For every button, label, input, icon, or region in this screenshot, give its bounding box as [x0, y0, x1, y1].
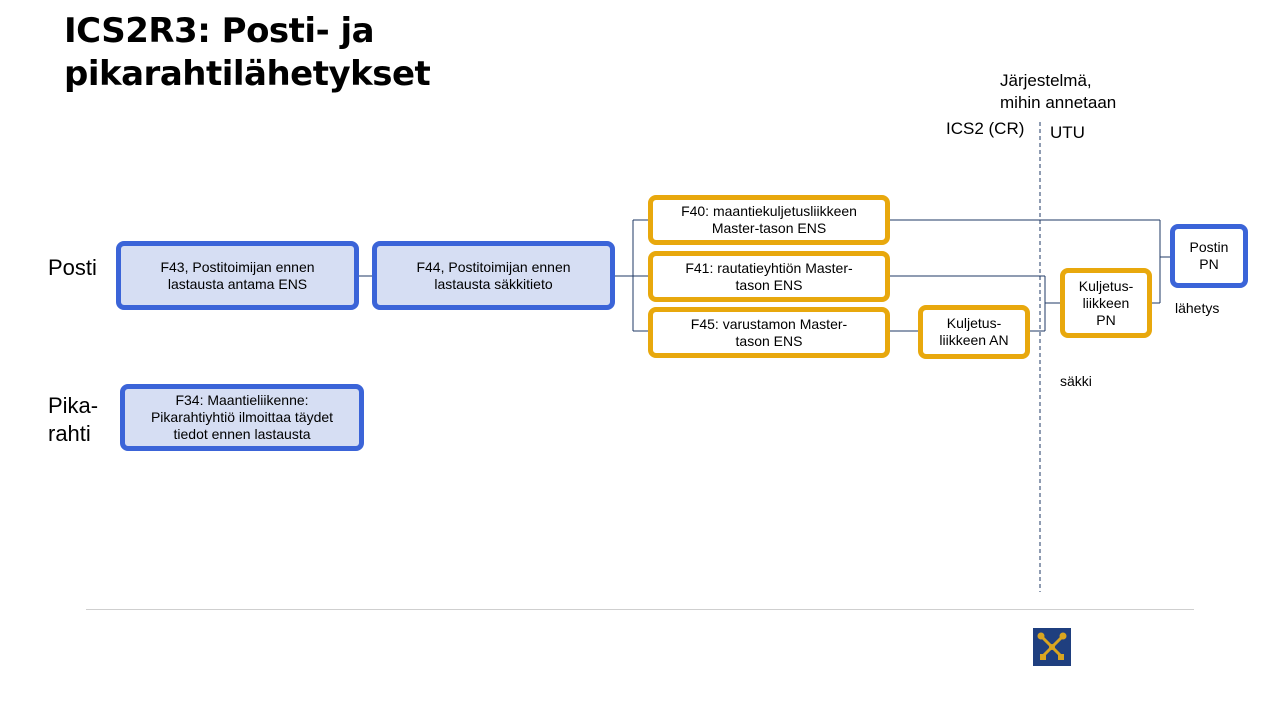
box-f40-line-1: F40: maantiekuljetusliikkeen	[681, 203, 857, 219]
box-f34-line-1: F34: Maantieliikenne:	[175, 392, 309, 408]
box-f40: F40: maantiekuljetusliikkeen Master-taso…	[648, 195, 890, 245]
row-label-pikarahti: Pika- rahti	[48, 392, 98, 448]
utu-label: UTU	[1050, 123, 1085, 142]
row-label-posti: Posti	[48, 255, 97, 280]
box-an-line-1: Kuljetus-	[946, 315, 1002, 331]
box-f43: F43, Postitoimijan ennen lastausta antam…	[116, 241, 359, 310]
tulli-emblem-icon	[1033, 628, 1071, 666]
box-an-line-2: liikkeen AN	[939, 332, 1009, 348]
system-header-line-2: mihin annetaan	[1000, 93, 1117, 112]
box-kuljetusliikkeen-an: Kuljetus- liikkeen AN	[918, 305, 1030, 359]
footer-divider	[86, 609, 1194, 610]
box-f34-line-3: tiedot ennen lastausta	[173, 426, 311, 442]
box-f41-line-1: F41: rautatieyhtiön Master-	[685, 259, 853, 276]
box-f41-line-2: tason ENS	[735, 276, 803, 293]
system-header-line-1: Järjestelmä,	[1000, 71, 1092, 90]
box-f44-line-1: F44, Postitoimijan ennen	[416, 258, 571, 275]
box-kpn-line-3: PN	[1096, 311, 1116, 328]
box-kuljetusliikkeen-pn: Kuljetus- liikkeen PN	[1060, 268, 1152, 338]
row-label-pikarahti-line-2: rahti	[48, 421, 91, 446]
page-title: ICS2R3: Posti- ja pikarahtilähetykset	[64, 10, 664, 96]
box-f44-line-2: lastausta säkkitieto	[434, 275, 553, 292]
box-ppn-line-2: PN	[1199, 256, 1219, 272]
box-f43-line-2: lastausta antama ENS	[167, 275, 308, 292]
label-sakki: säkki	[1060, 373, 1092, 389]
tulli-emblem-graphic	[1037, 632, 1067, 660]
box-f40-line-2: Master-tason ENS	[711, 220, 827, 236]
box-kpn-line-1: Kuljetus-	[1078, 277, 1134, 294]
box-f45-line-2: tason ENS	[735, 332, 803, 349]
ics2-label: ICS2 (CR)	[946, 119, 1025, 138]
box-f43-line-1: F43, Postitoimijan ennen	[160, 258, 315, 275]
title-line-2: pikarahtilähetykset	[64, 54, 431, 94]
box-f45-line-1: F45: varustamon Master-	[690, 315, 848, 332]
system-header: Järjestelmä, mihin annetaan	[1000, 70, 1116, 114]
box-postin-pn: Postin PN	[1170, 224, 1248, 288]
box-kpn-line-2: liikkeen	[1082, 294, 1130, 311]
box-f41: F41: rautatieyhtiön Master- tason ENS	[648, 251, 890, 302]
label-lahetys: lähetys	[1175, 300, 1220, 316]
box-f34-line-2: Pikarahtiyhtiö ilmoittaa täydet	[150, 409, 334, 425]
row-label-pikarahti-line-1: Pika-	[48, 393, 99, 418]
box-f44: F44, Postitoimijan ennen lastausta säkki…	[372, 241, 615, 310]
title-line-1: ICS2R3: Posti- ja	[64, 11, 375, 51]
box-ppn-line-1: Postin	[1189, 239, 1229, 255]
box-f34: F34: Maantieliikenne: Pikarahtiyhtiö ilm…	[120, 384, 364, 451]
tulli-logo	[1033, 628, 1193, 668]
box-f45: F45: varustamon Master- tason ENS	[648, 307, 890, 358]
